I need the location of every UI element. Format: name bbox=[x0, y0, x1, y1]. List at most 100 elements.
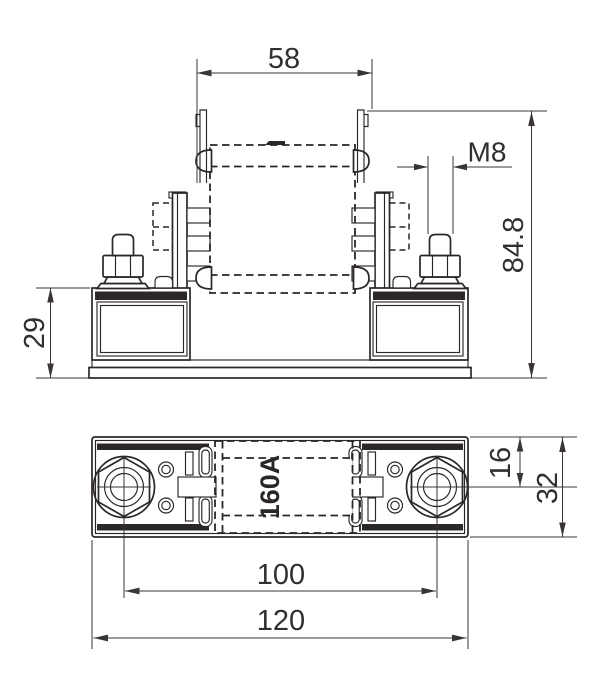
screw-hole bbox=[386, 497, 404, 514]
terminal-block-left bbox=[91, 287, 191, 361]
base-strip bbox=[91, 359, 469, 369]
hex-nut bbox=[102, 254, 144, 278]
fuse-blade-left bbox=[195, 109, 208, 183]
block-inner bbox=[96, 301, 188, 357]
clip-spring bbox=[367, 451, 377, 476]
stud-thread-lines bbox=[427, 156, 454, 234]
extension-lines bbox=[91, 540, 469, 649]
arrowhead bbox=[452, 634, 467, 642]
clip-spring bbox=[184, 451, 194, 476]
hex-nut-facets bbox=[114, 256, 132, 277]
dim-29: 29 bbox=[19, 287, 90, 379]
fuse-face bbox=[223, 459, 352, 515]
arrowhead bbox=[453, 163, 467, 171]
extension-lines bbox=[367, 110, 547, 379]
fuse-ear bbox=[195, 149, 213, 173]
fuse-ear bbox=[352, 266, 370, 290]
rail-tab bbox=[186, 235, 211, 252]
arrowhead bbox=[559, 522, 566, 537]
cap-nut bbox=[428, 233, 452, 257]
arrowhead bbox=[125, 587, 140, 595]
dim-m8: M8 bbox=[397, 137, 512, 171]
stud-dome bbox=[392, 275, 412, 289]
dim-120: 120 bbox=[91, 540, 469, 649]
screw-hole bbox=[386, 461, 404, 478]
stud-collar bbox=[102, 276, 144, 285]
rail-plate bbox=[374, 192, 391, 291]
arrowhead bbox=[516, 437, 524, 452]
fuse-ear bbox=[195, 266, 213, 290]
dim-100: 100 bbox=[125, 559, 436, 595]
terminal-centerlines bbox=[123, 456, 438, 598]
screw-hole-inner bbox=[161, 464, 171, 475]
plan-view: 160A 16 32 100 bbox=[91, 436, 577, 649]
arrowhead bbox=[516, 473, 524, 487]
screw-hole-inner bbox=[161, 500, 171, 511]
fuse-rating-label: 160A bbox=[255, 455, 285, 520]
terminal-stud-right bbox=[392, 156, 468, 290]
fuse-clip-left bbox=[177, 445, 217, 528]
hex-nut-facets bbox=[431, 256, 449, 277]
arrowhead bbox=[93, 634, 108, 642]
housing-band bbox=[97, 443, 209, 450]
fuse-outline-dashed bbox=[214, 440, 361, 534]
arrowhead bbox=[528, 111, 535, 126]
block-band bbox=[95, 291, 187, 300]
terminal-stud-left bbox=[95, 233, 174, 290]
housing-band bbox=[362, 443, 463, 450]
clip-spring bbox=[367, 497, 377, 522]
clip-slot bbox=[177, 476, 217, 498]
arrowhead bbox=[47, 363, 54, 378]
arrowhead bbox=[528, 363, 535, 378]
fuse-blade-right bbox=[356, 109, 369, 183]
clip-contact bbox=[198, 445, 213, 479]
dim-label-m8: M8 bbox=[468, 137, 507, 168]
clip-contact-inner bbox=[201, 498, 210, 524]
fuse-body-plan: 160A bbox=[214, 440, 361, 534]
hex-nut bbox=[419, 254, 461, 278]
fuse-body-lines-h bbox=[222, 457, 353, 517]
front-view: 58 M8 84.8 29 bbox=[19, 43, 547, 379]
fuse-indicator-notch bbox=[265, 141, 285, 145]
arrowhead bbox=[559, 437, 566, 452]
rail-plate bbox=[171, 192, 188, 291]
arrowhead bbox=[47, 288, 54, 303]
block-band bbox=[373, 291, 465, 300]
screw-hole bbox=[157, 497, 175, 514]
dim-58: 58 bbox=[196, 43, 373, 183]
stud-collar bbox=[419, 276, 461, 285]
rail-hidden-box bbox=[388, 202, 410, 251]
base-plate bbox=[88, 359, 472, 379]
stud-flange bbox=[412, 282, 468, 290]
dim-84-8: 84.8 bbox=[367, 110, 547, 379]
stud-flange bbox=[95, 282, 151, 290]
dim-label-29: 29 bbox=[19, 317, 51, 349]
block-inner2 bbox=[375, 304, 461, 354]
fuse-cap-lines-v bbox=[221, 441, 354, 533]
dim-label-120: 120 bbox=[257, 605, 305, 637]
screw-holes bbox=[157, 461, 404, 514]
dim-32: 32 bbox=[470, 437, 577, 538]
dim-label-84-8: 84.8 bbox=[498, 217, 530, 273]
housing-band bbox=[362, 524, 463, 531]
screw-hole-inner bbox=[390, 500, 400, 511]
extension-lines bbox=[196, 59, 373, 183]
dim-label-100: 100 bbox=[257, 559, 305, 591]
arrowhead bbox=[421, 587, 436, 595]
screw-hole-inner bbox=[390, 464, 400, 475]
fuse-ear bbox=[352, 149, 370, 173]
clip-spring bbox=[184, 497, 194, 522]
arrowhead bbox=[414, 163, 428, 171]
stud-dome bbox=[154, 275, 174, 289]
screw-hole bbox=[157, 461, 175, 478]
cap-nut bbox=[111, 233, 135, 257]
terminal-block-right bbox=[369, 287, 469, 361]
rail-tab bbox=[351, 207, 376, 224]
dim-16: 16 bbox=[470, 436, 577, 487]
base-slab bbox=[88, 366, 472, 379]
dim-label-16: 16 bbox=[485, 447, 517, 479]
clip-contact-inner bbox=[201, 449, 210, 475]
block-inner bbox=[372, 301, 464, 357]
